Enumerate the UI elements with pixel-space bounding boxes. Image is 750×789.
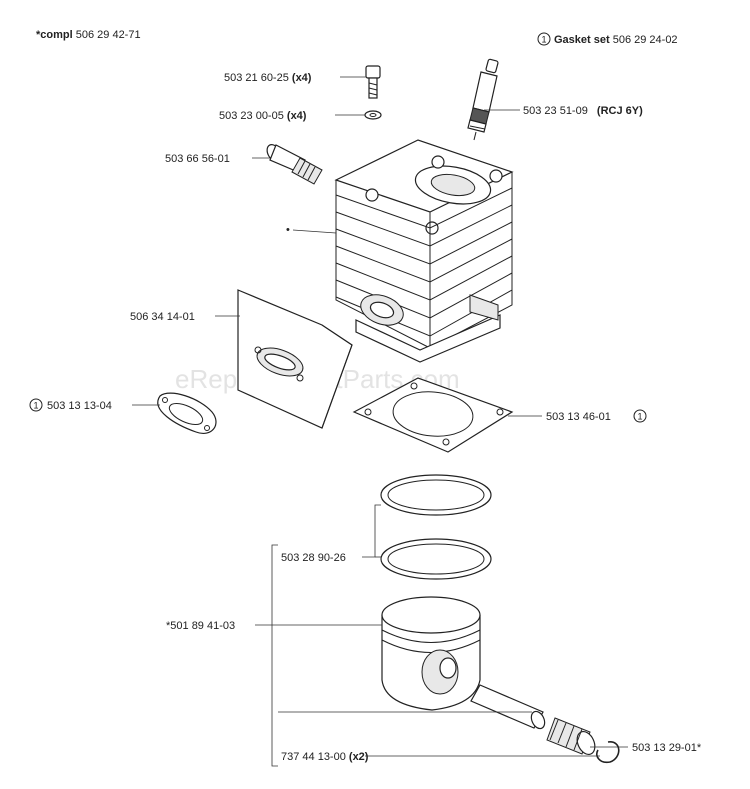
leader-rings <box>362 504 381 558</box>
intake-gasket-part <box>157 392 217 434</box>
needle-bearing-part <box>546 717 596 755</box>
svg-text:503 13 13-04: 503 13 13-04 <box>47 400 112 412</box>
label-piston-rings: 503 28 90-26 <box>281 552 346 564</box>
svg-text:1: 1 <box>541 35 546 45</box>
label-intake-gasket: 1 503 13 13-04 <box>29 398 112 412</box>
label-screw: 503 21 60-25 (x4) <box>224 72 312 84</box>
label-intake-flange: 506 34 14-01 <box>130 311 195 323</box>
cylinder-part <box>334 139 514 363</box>
decompression-valve-part <box>266 144 323 185</box>
cylinder-gasket-part <box>352 377 514 453</box>
leader-piston-bracket <box>271 544 278 767</box>
compl-label: *compl 506 29 42-71 <box>36 29 141 41</box>
label-piston-kit: *501 89 41-03 <box>166 620 235 632</box>
piston-pin-part <box>470 684 546 730</box>
label-circlip: 737 44 13-00 (x2) <box>281 751 369 763</box>
piston-rings-part <box>380 474 492 580</box>
label-needle-bearing: 503 13 29-01* <box>632 742 702 754</box>
piston-part <box>381 596 481 711</box>
intake-flange-part <box>237 289 353 429</box>
svg-text:1: 1 <box>33 401 38 411</box>
svg-text:Gasket set 506 29 24-02: Gasket set 506 29 24-02 <box>554 34 678 46</box>
screw-part <box>365 65 381 99</box>
gasket-set-label: 1 Gasket set 506 29 24-02 <box>537 32 678 46</box>
cylinder-marker: • <box>286 224 290 236</box>
spark-plug-part <box>467 58 499 141</box>
svg-text:1: 1 <box>637 412 642 422</box>
label-spark-plug: 503 23 51-09 (RCJ 6Y) <box>523 105 643 117</box>
label-washer: 503 23 00-05 (x4) <box>219 110 307 122</box>
svg-text:503 13 46-01: 503 13 46-01 <box>546 411 611 423</box>
label-decomp-valve: 503 66 56-01 <box>165 153 230 165</box>
washer-part <box>364 110 382 120</box>
label-cylinder-gasket: 503 13 46-01 1 <box>546 409 647 423</box>
circlip-part <box>595 741 620 764</box>
